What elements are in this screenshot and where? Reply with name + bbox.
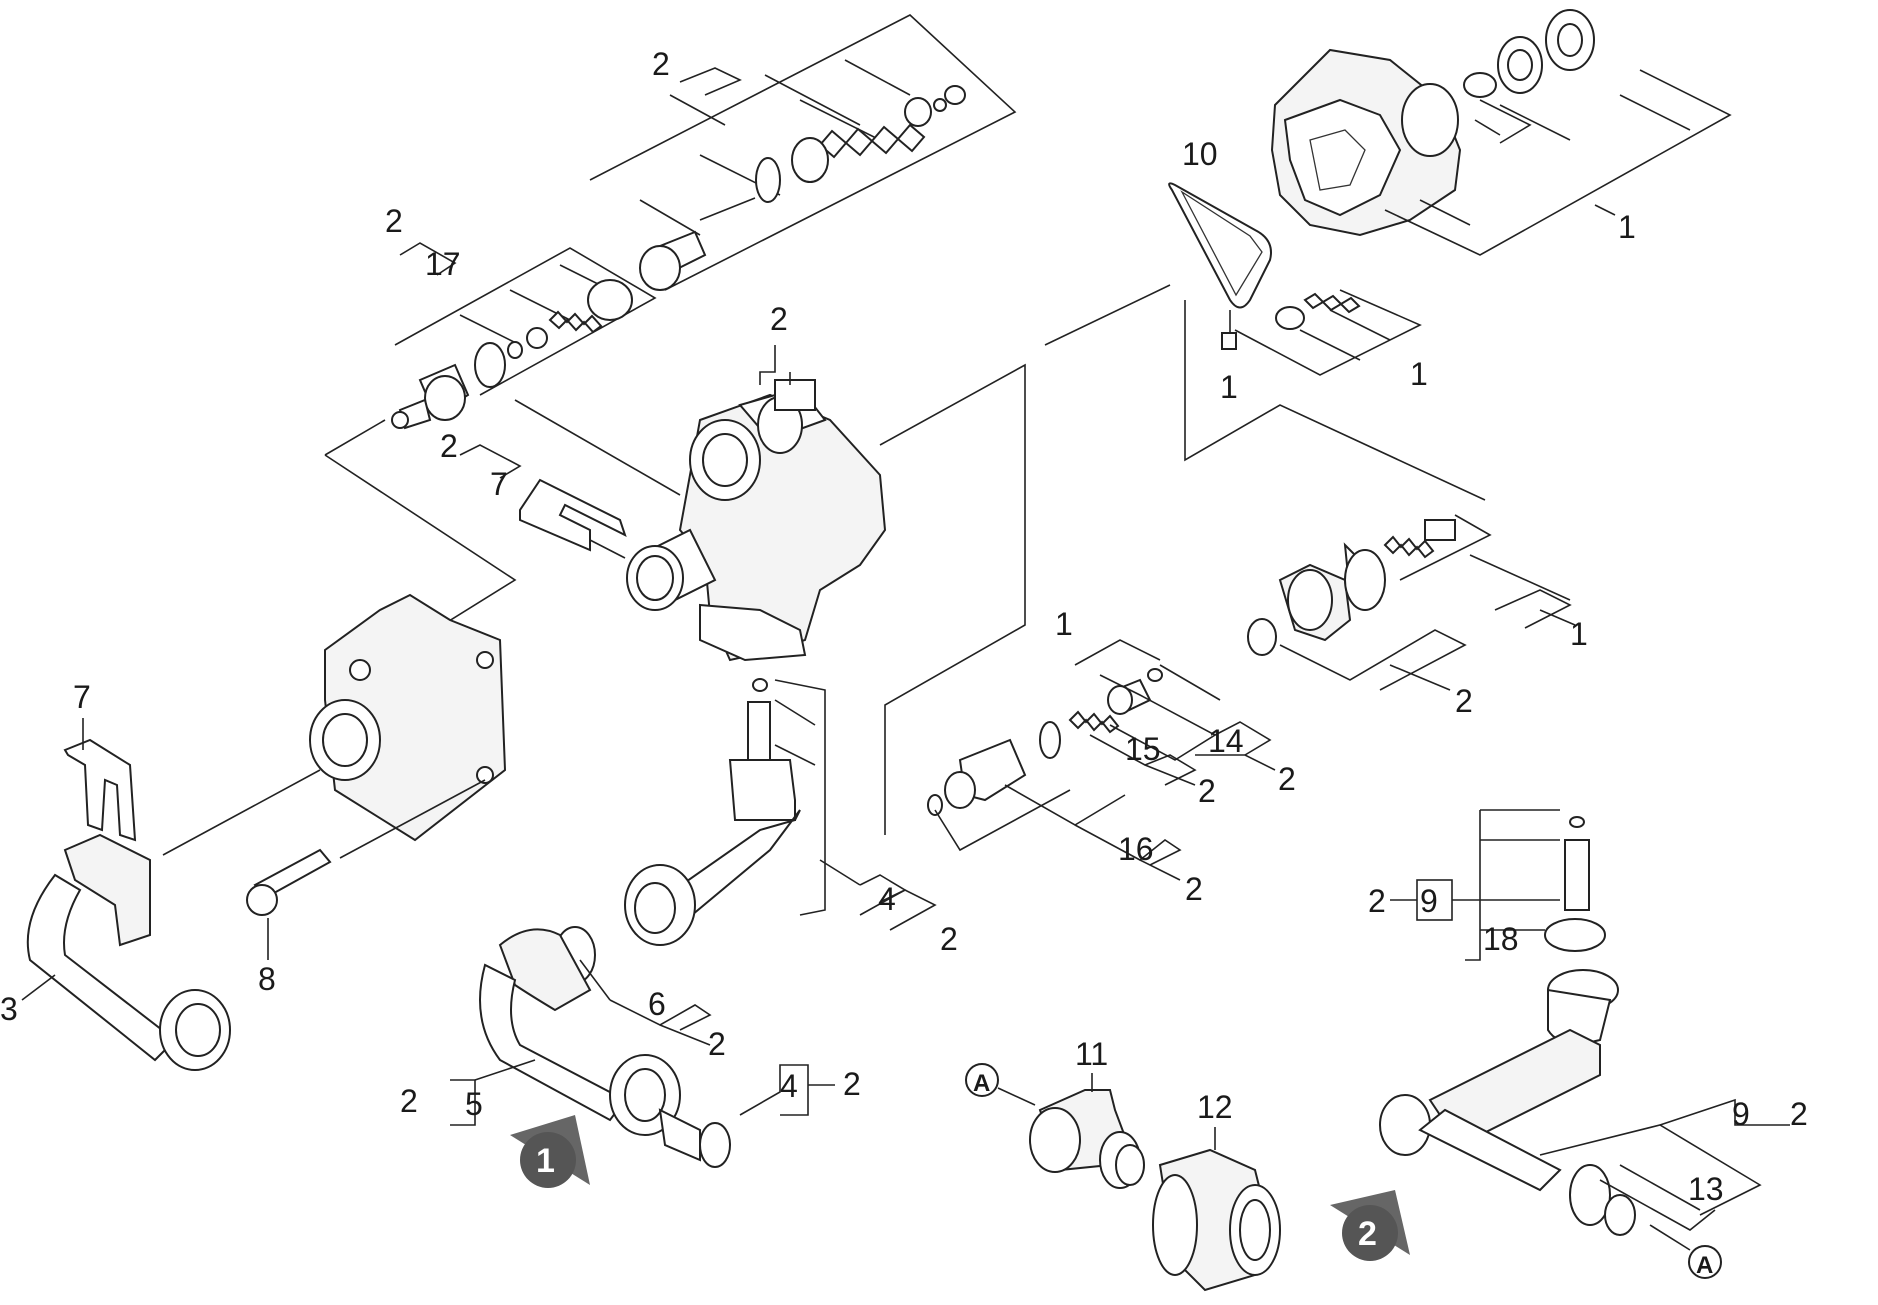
label-12: 12 xyxy=(1197,1089,1233,1125)
label-4-center: 4 xyxy=(878,881,896,917)
svg-text:1: 1 xyxy=(536,1142,555,1180)
label-2-top: 2 xyxy=(652,46,670,82)
label-16: 16 xyxy=(1118,831,1154,867)
pump-housing-left xyxy=(309,593,507,842)
view-badge-2: 2 xyxy=(1330,1190,1410,1261)
label-1-valve: 1 xyxy=(1410,356,1428,392)
label-2-4-center: 2 xyxy=(940,921,958,957)
label-1-valve-14: 1 xyxy=(1055,606,1073,642)
label-1-check-valve: 1 xyxy=(1570,616,1588,652)
label-7-left: 7 xyxy=(73,679,91,715)
label-3: 3 xyxy=(0,991,18,1027)
svg-text:A: A xyxy=(973,1070,990,1097)
pump-housing-part xyxy=(1270,9,1595,237)
label-2-check-valve: 2 xyxy=(1455,683,1473,719)
svg-text:2: 2 xyxy=(1358,1215,1377,1253)
valve-piston-part xyxy=(639,85,966,291)
label-1-under-seal: 1 xyxy=(1220,369,1238,405)
view-badge-1: 1 xyxy=(510,1115,590,1188)
label-15: 15 xyxy=(1125,731,1161,767)
label-14: 14 xyxy=(1208,723,1244,759)
label-6: 6 xyxy=(648,986,666,1022)
clip-part-center xyxy=(519,478,627,552)
coupling-part-11 xyxy=(1029,1089,1145,1189)
reference-a-marker-right: A xyxy=(1688,1245,1722,1279)
screw-part-8 xyxy=(246,848,332,916)
label-2-6: 2 xyxy=(708,1026,726,1062)
elbow-pipe-3 xyxy=(26,833,231,1071)
triangular-seal-part xyxy=(1168,182,1272,350)
label-18: 18 xyxy=(1483,921,1519,957)
label-2-7-center: 2 xyxy=(440,428,458,464)
coupling-part-12 xyxy=(1152,1148,1281,1292)
label-2-9-right: 2 xyxy=(1368,883,1386,919)
label-4-bottom: 4 xyxy=(780,1068,798,1104)
label-17: 17 xyxy=(425,246,461,282)
label-9-bottom: 9 xyxy=(1732,1096,1750,1132)
elbow-assembly-right xyxy=(1379,816,1636,1236)
reference-a-marker-left: A xyxy=(965,1063,999,1097)
label-7-center: 7 xyxy=(490,466,508,502)
valve-spring-part xyxy=(1275,292,1361,330)
label-9-right: 9 xyxy=(1420,883,1438,919)
elbow-with-valve-part xyxy=(624,678,801,946)
valve-assembly-14-16 xyxy=(927,668,1163,816)
label-2-4-bottom: 2 xyxy=(843,1066,861,1102)
check-valve-assembly xyxy=(1247,519,1456,656)
label-2-5: 2 xyxy=(400,1083,418,1119)
label-2-14: 2 xyxy=(1278,761,1296,797)
label-8: 8 xyxy=(258,961,276,997)
label-1-pump-housing: 1 xyxy=(1618,209,1636,245)
svg-text:A: A xyxy=(1696,1252,1713,1279)
valve-insert-part xyxy=(391,279,633,430)
label-2-15: 2 xyxy=(1198,773,1216,809)
main-valve-body-part xyxy=(626,379,887,662)
label-13: 13 xyxy=(1688,1171,1724,1207)
label-2-body: 2 xyxy=(770,301,788,337)
clip-part-left xyxy=(63,738,137,842)
label-2-16: 2 xyxy=(1185,871,1203,907)
label-5: 5 xyxy=(465,1086,483,1122)
label-11: 11 xyxy=(1075,1036,1108,1072)
label-10: 10 xyxy=(1182,136,1218,172)
label-2-9-bottom: 2 xyxy=(1790,1096,1808,1132)
elbow-pipe-5 xyxy=(479,926,731,1168)
label-2-17: 2 xyxy=(385,203,403,239)
